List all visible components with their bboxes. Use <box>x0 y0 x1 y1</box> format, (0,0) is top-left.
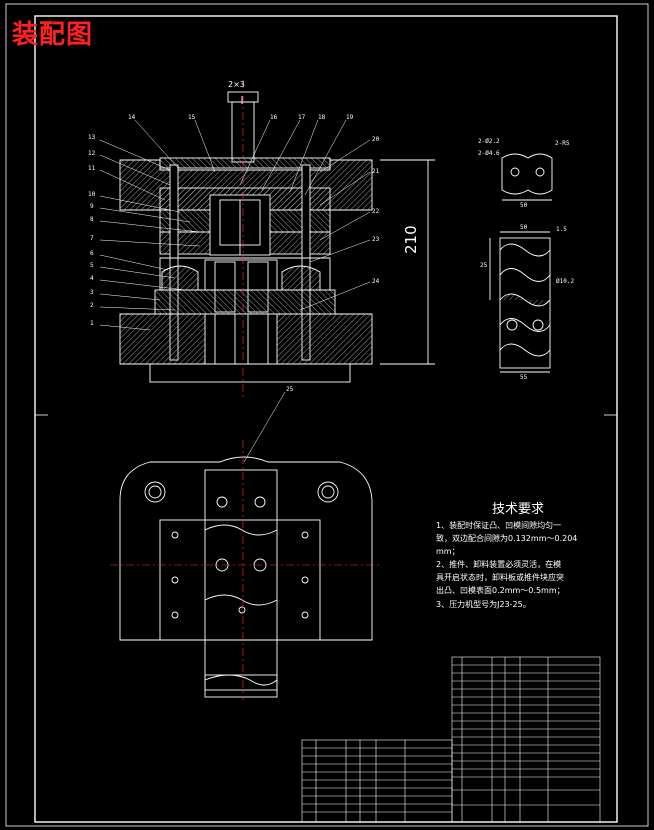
callout-15: 15 <box>188 114 196 121</box>
callout-3: 3 <box>90 289 94 296</box>
callout-5: 5 <box>90 262 94 269</box>
callout-21: 21 <box>372 168 380 175</box>
callout-13: 13 <box>88 134 96 141</box>
callout-24: 24 <box>372 278 380 285</box>
dim-diameter: Ø10.2 <box>556 278 575 285</box>
callout-7: 7 <box>90 235 94 242</box>
callout-1: 1 <box>90 320 94 327</box>
callout-23: 23 <box>372 236 380 243</box>
callout-4: 4 <box>90 275 94 282</box>
callout-17: 17 <box>298 114 306 121</box>
tech-line-5: 具开启状态时，卸料板或推件块应突 <box>436 573 564 582</box>
callout-11: 11 <box>88 165 96 172</box>
dim-width-strip: 50 <box>520 224 528 231</box>
callout-10: 10 <box>88 191 96 198</box>
callout-19: 19 <box>346 114 354 121</box>
part-detail-top <box>501 153 553 201</box>
drawing-title: 装配图 <box>12 20 94 50</box>
callout-18: 18 <box>318 114 326 121</box>
callout-16: 16 <box>270 114 278 121</box>
callout-8: 8 <box>90 216 94 223</box>
tech-line-4: 2、推件、卸料装置必须灵活，在模 <box>436 560 562 569</box>
tech-line-2: 致，双边配合间隙为0.132mm～0.204 <box>436 534 578 543</box>
callout-12: 12 <box>88 150 96 157</box>
callout-20: 20 <box>372 136 380 143</box>
callout-6: 6 <box>90 250 94 257</box>
section-view <box>119 80 435 400</box>
dim-width-top: 50 <box>520 202 528 209</box>
dim-radius: 2-R5 <box>555 140 570 147</box>
callout-22: 22 <box>372 208 380 215</box>
dim-offset: 1.5 <box>556 226 567 233</box>
tech-line-3: mm； <box>436 547 460 556</box>
shank-label: 2×3 <box>228 80 245 89</box>
callout-14: 14 <box>128 114 136 121</box>
tech-line-7: 3、压力机型号为J23-25。 <box>436 600 531 609</box>
overall-height-dimension: 210 <box>402 225 420 254</box>
callout-2: 2 <box>90 302 94 309</box>
sheet-frame <box>5 3 649 827</box>
plan-view <box>110 440 380 700</box>
callout-25: 25 <box>286 386 294 393</box>
dim-height: 25 <box>480 262 488 269</box>
part-detail-strip <box>489 231 551 373</box>
tech-line-6: 出凸、凹模表面0.2mm～0.5mm； <box>436 586 565 595</box>
tech-requirements-heading: 技术要求 <box>492 502 545 517</box>
dim-hole-a: 2-Ø2.2 <box>478 138 500 145</box>
tech-line-1: 1、装配时保证凸、凹模间隙均匀一 <box>436 521 562 530</box>
dim-bottom: 55 <box>520 374 528 381</box>
parts-list <box>301 656 601 823</box>
dim-hole-b: 2-Ø4.6 <box>478 150 500 157</box>
leader-lines <box>99 119 371 463</box>
callout-9: 9 <box>90 203 94 210</box>
